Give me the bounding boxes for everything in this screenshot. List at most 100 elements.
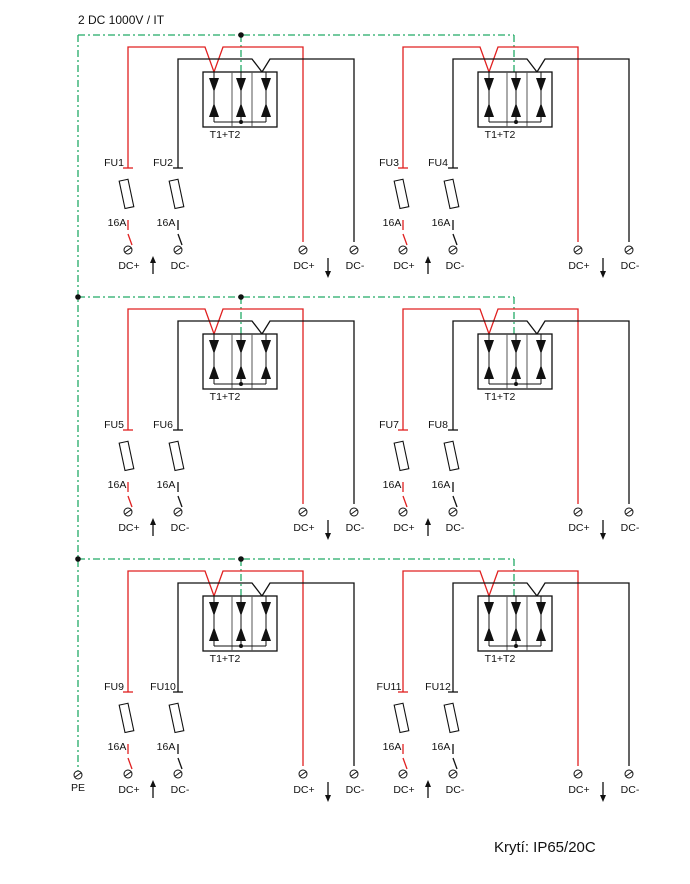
spd-arrow-up [536, 627, 546, 641]
terminal-label: DC- [446, 522, 465, 534]
input-direction-arrow [425, 518, 431, 536]
spd-arrow-down [209, 602, 219, 616]
pe-bus [73, 32, 515, 780]
arrow-head [150, 256, 156, 263]
diagram-title: 2 DC 1000V / IT [78, 13, 165, 27]
junction-dot [238, 32, 244, 38]
output-positive-terminal [298, 245, 308, 255]
terminal-slash [124, 247, 132, 253]
protection-rating: Krytí: IP65/20C [494, 839, 596, 856]
fuse-label: FU6 [153, 419, 173, 431]
terminal-slash [399, 247, 407, 253]
fuse-rating: 16A [432, 741, 451, 753]
pe-terminal [73, 770, 83, 780]
fuse-label: FU2 [153, 157, 173, 169]
spd-arrow-down [236, 340, 246, 354]
fuse-rating: 16A [383, 741, 402, 753]
terminal-label: DC- [171, 784, 190, 796]
fuse-bottom-lead [402, 495, 408, 508]
arrow-head [325, 533, 331, 540]
spd-arrow-down [511, 340, 521, 354]
input-negative-terminal [448, 769, 458, 779]
input-direction-arrow [425, 780, 431, 798]
terminal-slash [299, 771, 307, 777]
junction-dot [238, 556, 244, 562]
fuse-rating: 16A [383, 479, 402, 491]
fuse-label: FU5 [104, 419, 124, 431]
spd-arrow-up [261, 103, 271, 117]
terminal-slash [449, 771, 457, 777]
fuse-label: FU12 [425, 681, 451, 693]
junction-dot [75, 556, 81, 562]
spd-arrow-down [484, 602, 494, 616]
terminal-slash [449, 509, 457, 515]
input-negative-terminal [173, 245, 183, 255]
input-positive-terminal [123, 507, 133, 517]
fuse-label: FU3 [379, 157, 399, 169]
input-negative-terminal [448, 507, 458, 517]
output-direction-arrow [325, 520, 331, 540]
input-direction-arrow [150, 256, 156, 274]
terminal-label: DC- [621, 260, 640, 272]
fuse-bottom-lead [177, 757, 183, 770]
input-direction-arrow [150, 518, 156, 536]
arrow-head [325, 795, 331, 802]
fuse-bottom-lead [177, 495, 183, 508]
spd-arrow-down [261, 340, 271, 354]
output-direction-arrow [325, 258, 331, 278]
spd-arrow-up [536, 365, 546, 379]
fuse-label: FU4 [428, 157, 448, 169]
spd-arrow-up [236, 365, 246, 379]
output-negative-terminal [624, 769, 634, 779]
spd-label: T1+T2 [210, 129, 241, 141]
fuse-label: FU9 [104, 681, 124, 693]
terminal-label: DC+ [293, 522, 314, 534]
fuse-body [168, 440, 185, 472]
spd-arrow-up [236, 103, 246, 117]
terminal-label: DC- [171, 260, 190, 272]
arrow-head [600, 533, 606, 540]
terminal-slash [350, 247, 358, 253]
fuse-bottom-lead [452, 495, 458, 508]
spd-label: T1+T2 [485, 391, 516, 403]
output-direction-arrow [600, 258, 606, 278]
arrow-head [600, 795, 606, 802]
spd-label: T1+T2 [210, 391, 241, 403]
fuse-label: FU1 [104, 157, 124, 169]
spd-arrow-down [261, 78, 271, 92]
terminal-slash [299, 509, 307, 515]
input-positive-terminal [398, 769, 408, 779]
terminal-slash [350, 771, 358, 777]
terminal-label: DC- [621, 784, 640, 796]
terminal-label: DC+ [293, 260, 314, 272]
spd-arrow-up [484, 103, 494, 117]
junction-dot [239, 120, 243, 124]
output-negative-terminal [624, 245, 634, 255]
spd-arrow-up [484, 365, 494, 379]
junction-dot [514, 644, 518, 648]
input-direction-arrow [425, 256, 431, 274]
fuse-rating: 16A [108, 479, 127, 491]
terminal-slash [625, 771, 633, 777]
spd-arrow-up [261, 627, 271, 641]
fuse-bottom-lead [452, 233, 458, 246]
fuse-label: FU11 [377, 681, 402, 693]
output-negative-terminal [349, 245, 359, 255]
junction-dot [239, 644, 243, 648]
junction-dot [238, 294, 244, 300]
terminal-label: DC+ [568, 784, 589, 796]
terminal-slash [574, 771, 582, 777]
fuse-bottom-lead [127, 495, 133, 508]
terminal-slash [574, 247, 582, 253]
spd-arrow-up [209, 627, 219, 641]
output-negative-terminal [349, 769, 359, 779]
arrow-head [425, 780, 431, 787]
terminal-slash [174, 247, 182, 253]
spd-arrow-down [484, 340, 494, 354]
fuse-rating: 16A [108, 741, 127, 753]
input-positive-terminal [398, 245, 408, 255]
terminal-slash [449, 247, 457, 253]
fuse-label: FU10 [150, 681, 176, 693]
